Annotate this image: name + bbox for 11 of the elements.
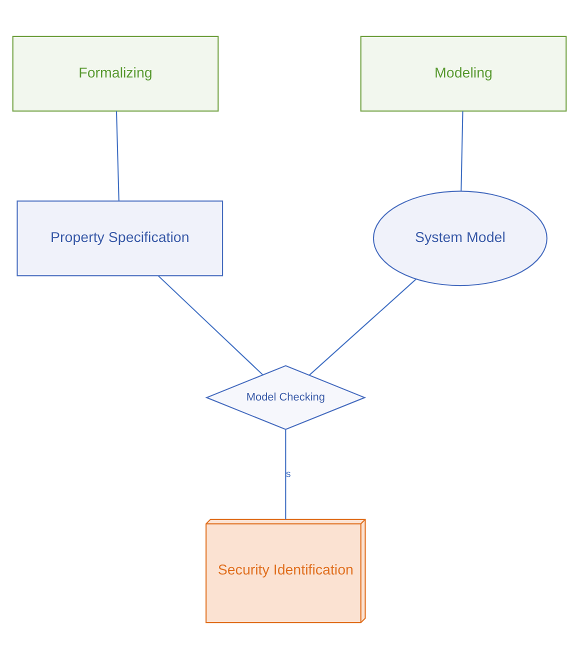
node-box: Property Specification	[16, 200, 224, 276]
node-box: Formalizing	[12, 35, 219, 112]
node-ellipse: System Model	[372, 190, 548, 286]
node-box: Modeling	[360, 35, 567, 112]
edge-label: s	[286, 468, 291, 480]
node-diamond: Model Checking	[205, 364, 366, 430]
connector	[460, 110, 464, 191]
connector	[308, 278, 417, 376]
connector	[158, 275, 264, 375]
connector	[285, 429, 286, 519]
connector	[116, 110, 120, 200]
